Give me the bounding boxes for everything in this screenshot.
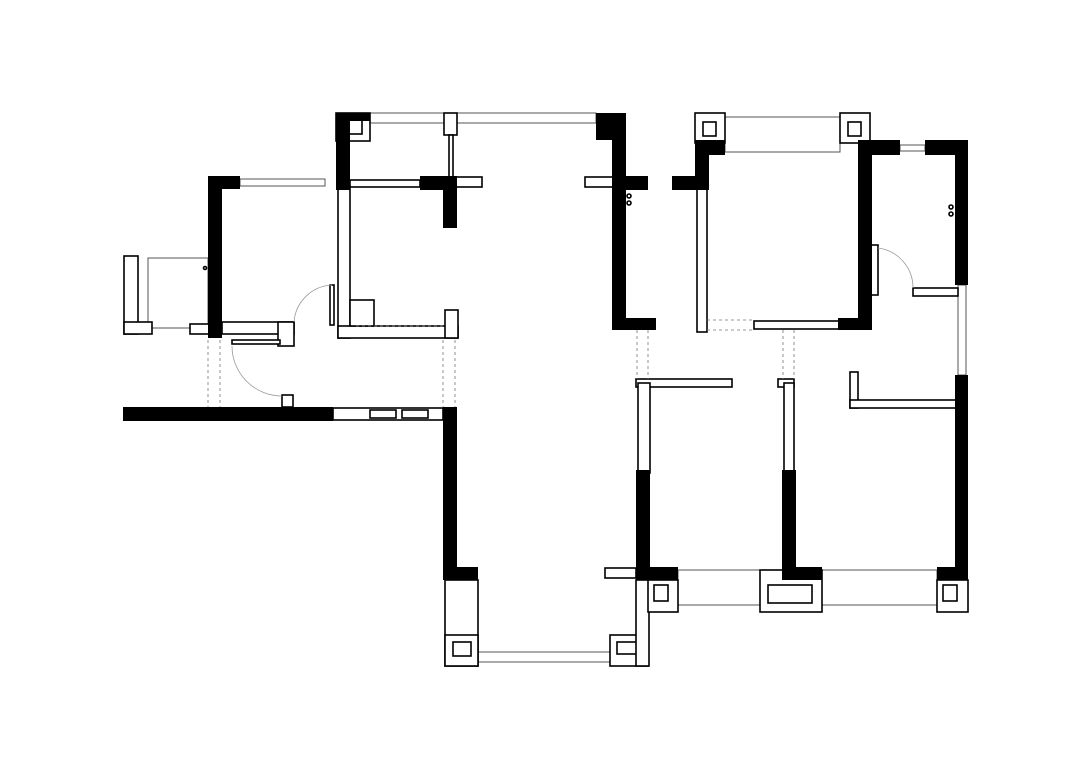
solid-wall xyxy=(208,176,240,189)
solid-wall xyxy=(636,470,650,580)
solid-wall xyxy=(695,140,725,155)
window xyxy=(147,257,209,329)
solid-wall xyxy=(208,176,222,338)
outlined-wall xyxy=(329,284,335,326)
door-openings xyxy=(207,319,795,407)
outlined-wall xyxy=(123,321,153,335)
outlined-wall xyxy=(189,323,211,335)
solid-wall xyxy=(636,567,678,580)
window xyxy=(477,651,611,663)
solid-wall xyxy=(937,567,968,580)
outlined-wall xyxy=(452,641,472,657)
solid-wall xyxy=(123,407,333,421)
outlined-wall xyxy=(277,321,295,347)
outlined-wall xyxy=(849,399,957,409)
solid-wall xyxy=(838,318,872,330)
solid-wall xyxy=(612,113,626,330)
outlined-wall xyxy=(349,299,375,327)
solid-wall xyxy=(955,375,968,580)
window xyxy=(821,569,938,606)
outlined-wall xyxy=(369,409,397,419)
solid-wall xyxy=(625,176,648,190)
fixtures xyxy=(202,193,954,271)
fixture-icon xyxy=(948,211,954,217)
windows xyxy=(147,112,967,663)
fixture-icon xyxy=(626,193,632,199)
window xyxy=(724,116,841,153)
door-swings xyxy=(231,247,914,397)
outlined-wall xyxy=(231,339,281,345)
solid-wall xyxy=(858,140,900,155)
door-swing-arc xyxy=(293,284,333,323)
solid-wall xyxy=(443,407,457,580)
outlined-wall xyxy=(653,584,669,602)
solid-wall xyxy=(443,176,457,228)
window xyxy=(239,178,326,187)
solid-wall xyxy=(612,318,656,330)
outlined-wall xyxy=(635,378,733,388)
solid-walls xyxy=(123,113,968,580)
outlined-wall xyxy=(448,134,454,178)
outlined-wall xyxy=(444,309,459,339)
outlined-wall xyxy=(942,584,958,602)
outlined-walls xyxy=(123,112,969,667)
window xyxy=(899,144,926,152)
fixture-icon xyxy=(626,200,632,206)
outlined-wall xyxy=(337,325,459,339)
solid-wall xyxy=(443,567,478,580)
outlined-wall xyxy=(783,382,795,474)
outlined-wall xyxy=(847,121,862,137)
fixture-icon xyxy=(948,204,954,210)
solid-wall xyxy=(782,567,822,580)
outlined-wall xyxy=(337,185,351,339)
outlined-wall xyxy=(753,320,841,330)
solid-wall xyxy=(336,113,370,121)
window xyxy=(677,569,764,606)
outlined-wall xyxy=(912,287,959,297)
door-swing-arc xyxy=(877,247,914,289)
outlined-wall xyxy=(696,185,708,333)
solid-wall xyxy=(782,470,796,580)
outlined-wall xyxy=(443,112,458,136)
outlined-wall xyxy=(454,176,483,188)
outlined-wall xyxy=(637,382,651,474)
solid-wall xyxy=(955,140,968,285)
window xyxy=(957,284,967,376)
outlined-wall xyxy=(635,579,650,667)
outlined-wall xyxy=(767,584,813,604)
fixture-icon xyxy=(202,265,208,271)
outlined-wall xyxy=(281,394,294,408)
door-swing-arc xyxy=(231,345,283,397)
outlined-wall xyxy=(702,121,717,137)
outlined-wall xyxy=(349,179,421,188)
outlined-wall xyxy=(401,409,429,419)
solid-wall xyxy=(336,113,350,190)
solid-wall xyxy=(858,140,872,330)
window xyxy=(369,112,597,124)
outlined-wall xyxy=(604,567,637,579)
